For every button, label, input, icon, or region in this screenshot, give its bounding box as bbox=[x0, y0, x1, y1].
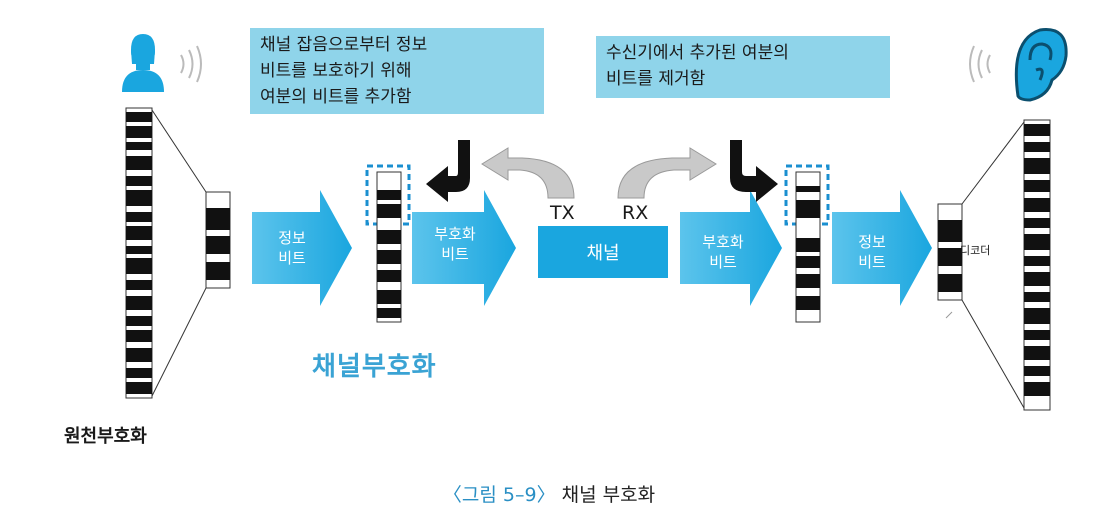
callout-right-line-1: 수신기에서 추가된 여분의 bbox=[606, 43, 789, 63]
figure-caption: 〈그림 5–9〉 채널 부호화 bbox=[0, 480, 1098, 507]
decoded-bit-column-right bbox=[1023, 119, 1051, 411]
info-bits-label-2: 정보 비트 bbox=[842, 232, 902, 272]
decoder-label: 디코더 bbox=[960, 244, 991, 257]
callout-left-line-1: 채널 잡음으로부터 정보 bbox=[260, 35, 428, 55]
source-coding-title: 원천부호화 bbox=[64, 426, 147, 447]
info-bits-arrow-1 bbox=[252, 190, 352, 306]
info-bits-label-1: 정보 비트 bbox=[262, 228, 322, 268]
coded-bits-arrow-2 bbox=[680, 190, 782, 306]
funnel-lines-right bbox=[961, 121, 1025, 409]
bent-arrow-icon-left bbox=[426, 140, 470, 202]
coded-bits-arrow-1 bbox=[412, 190, 516, 306]
tx-label: TX bbox=[550, 202, 575, 224]
ear-icon bbox=[1014, 28, 1068, 102]
callout-right-line-2: 비트를 제거함 bbox=[606, 69, 706, 89]
curved-arrow-icon-left bbox=[481, 147, 575, 199]
callout-left-line-2: 비트를 보호하기 위해 bbox=[260, 61, 412, 81]
coded-bits-label-1: 부호화 비트 bbox=[420, 224, 490, 264]
coded-bits-label-1-line-2: 비트 bbox=[441, 245, 469, 263]
curved-arrow-icon-right bbox=[617, 147, 717, 199]
figure-number: 〈그림 5–9〉 bbox=[442, 484, 556, 506]
bent-arrow-icon-right bbox=[730, 140, 778, 202]
info-bits-label-2-line-1: 정보 bbox=[858, 233, 886, 251]
figure-caption-text: 채널 부호화 bbox=[561, 484, 656, 506]
decoded-bit-column-small bbox=[937, 203, 963, 301]
info-bits-label-2-line-2: 비트 bbox=[858, 253, 886, 271]
info-bits-arrow-2 bbox=[832, 190, 932, 306]
callout-left-line-3: 여분의 비트를 추가함 bbox=[260, 87, 412, 107]
source-bit-column-left bbox=[125, 107, 153, 399]
coded-bit-column-1 bbox=[376, 171, 402, 323]
person-icon bbox=[122, 34, 164, 92]
coded-bits-label-2-line-2: 비트 bbox=[709, 253, 737, 271]
coded-bit-column-2 bbox=[795, 171, 821, 323]
channel-box: 채널 bbox=[538, 226, 668, 278]
coded-bits-label-2: 부호화 비트 bbox=[688, 232, 758, 272]
info-bits-label-1-line-1: 정보 bbox=[278, 229, 306, 247]
coded-bits-label-1-line-1: 부호화 bbox=[434, 225, 476, 243]
callout-add-redundant-bits: 채널 잡음으로부터 정보 비트를 보호하기 위해 여분의 비트를 추가함 bbox=[250, 28, 544, 114]
rx-label: RX bbox=[622, 202, 649, 224]
channel-coding-title: 채널부호화 bbox=[312, 352, 437, 382]
decorative-mark bbox=[945, 311, 953, 319]
sound-wave-icon bbox=[180, 45, 202, 83]
coded-bits-label-2-line-1: 부호화 bbox=[702, 233, 744, 251]
channel-label: 채널 bbox=[586, 243, 620, 264]
callout-remove-redundant-bits: 수신기에서 추가된 여분의 비트를 제거함 bbox=[596, 36, 890, 98]
info-bits-label-1-line-2: 비트 bbox=[278, 249, 306, 267]
sound-wave-icon bbox=[969, 45, 991, 83]
source-bit-column-small bbox=[205, 191, 231, 289]
funnel-lines-left bbox=[151, 109, 207, 397]
